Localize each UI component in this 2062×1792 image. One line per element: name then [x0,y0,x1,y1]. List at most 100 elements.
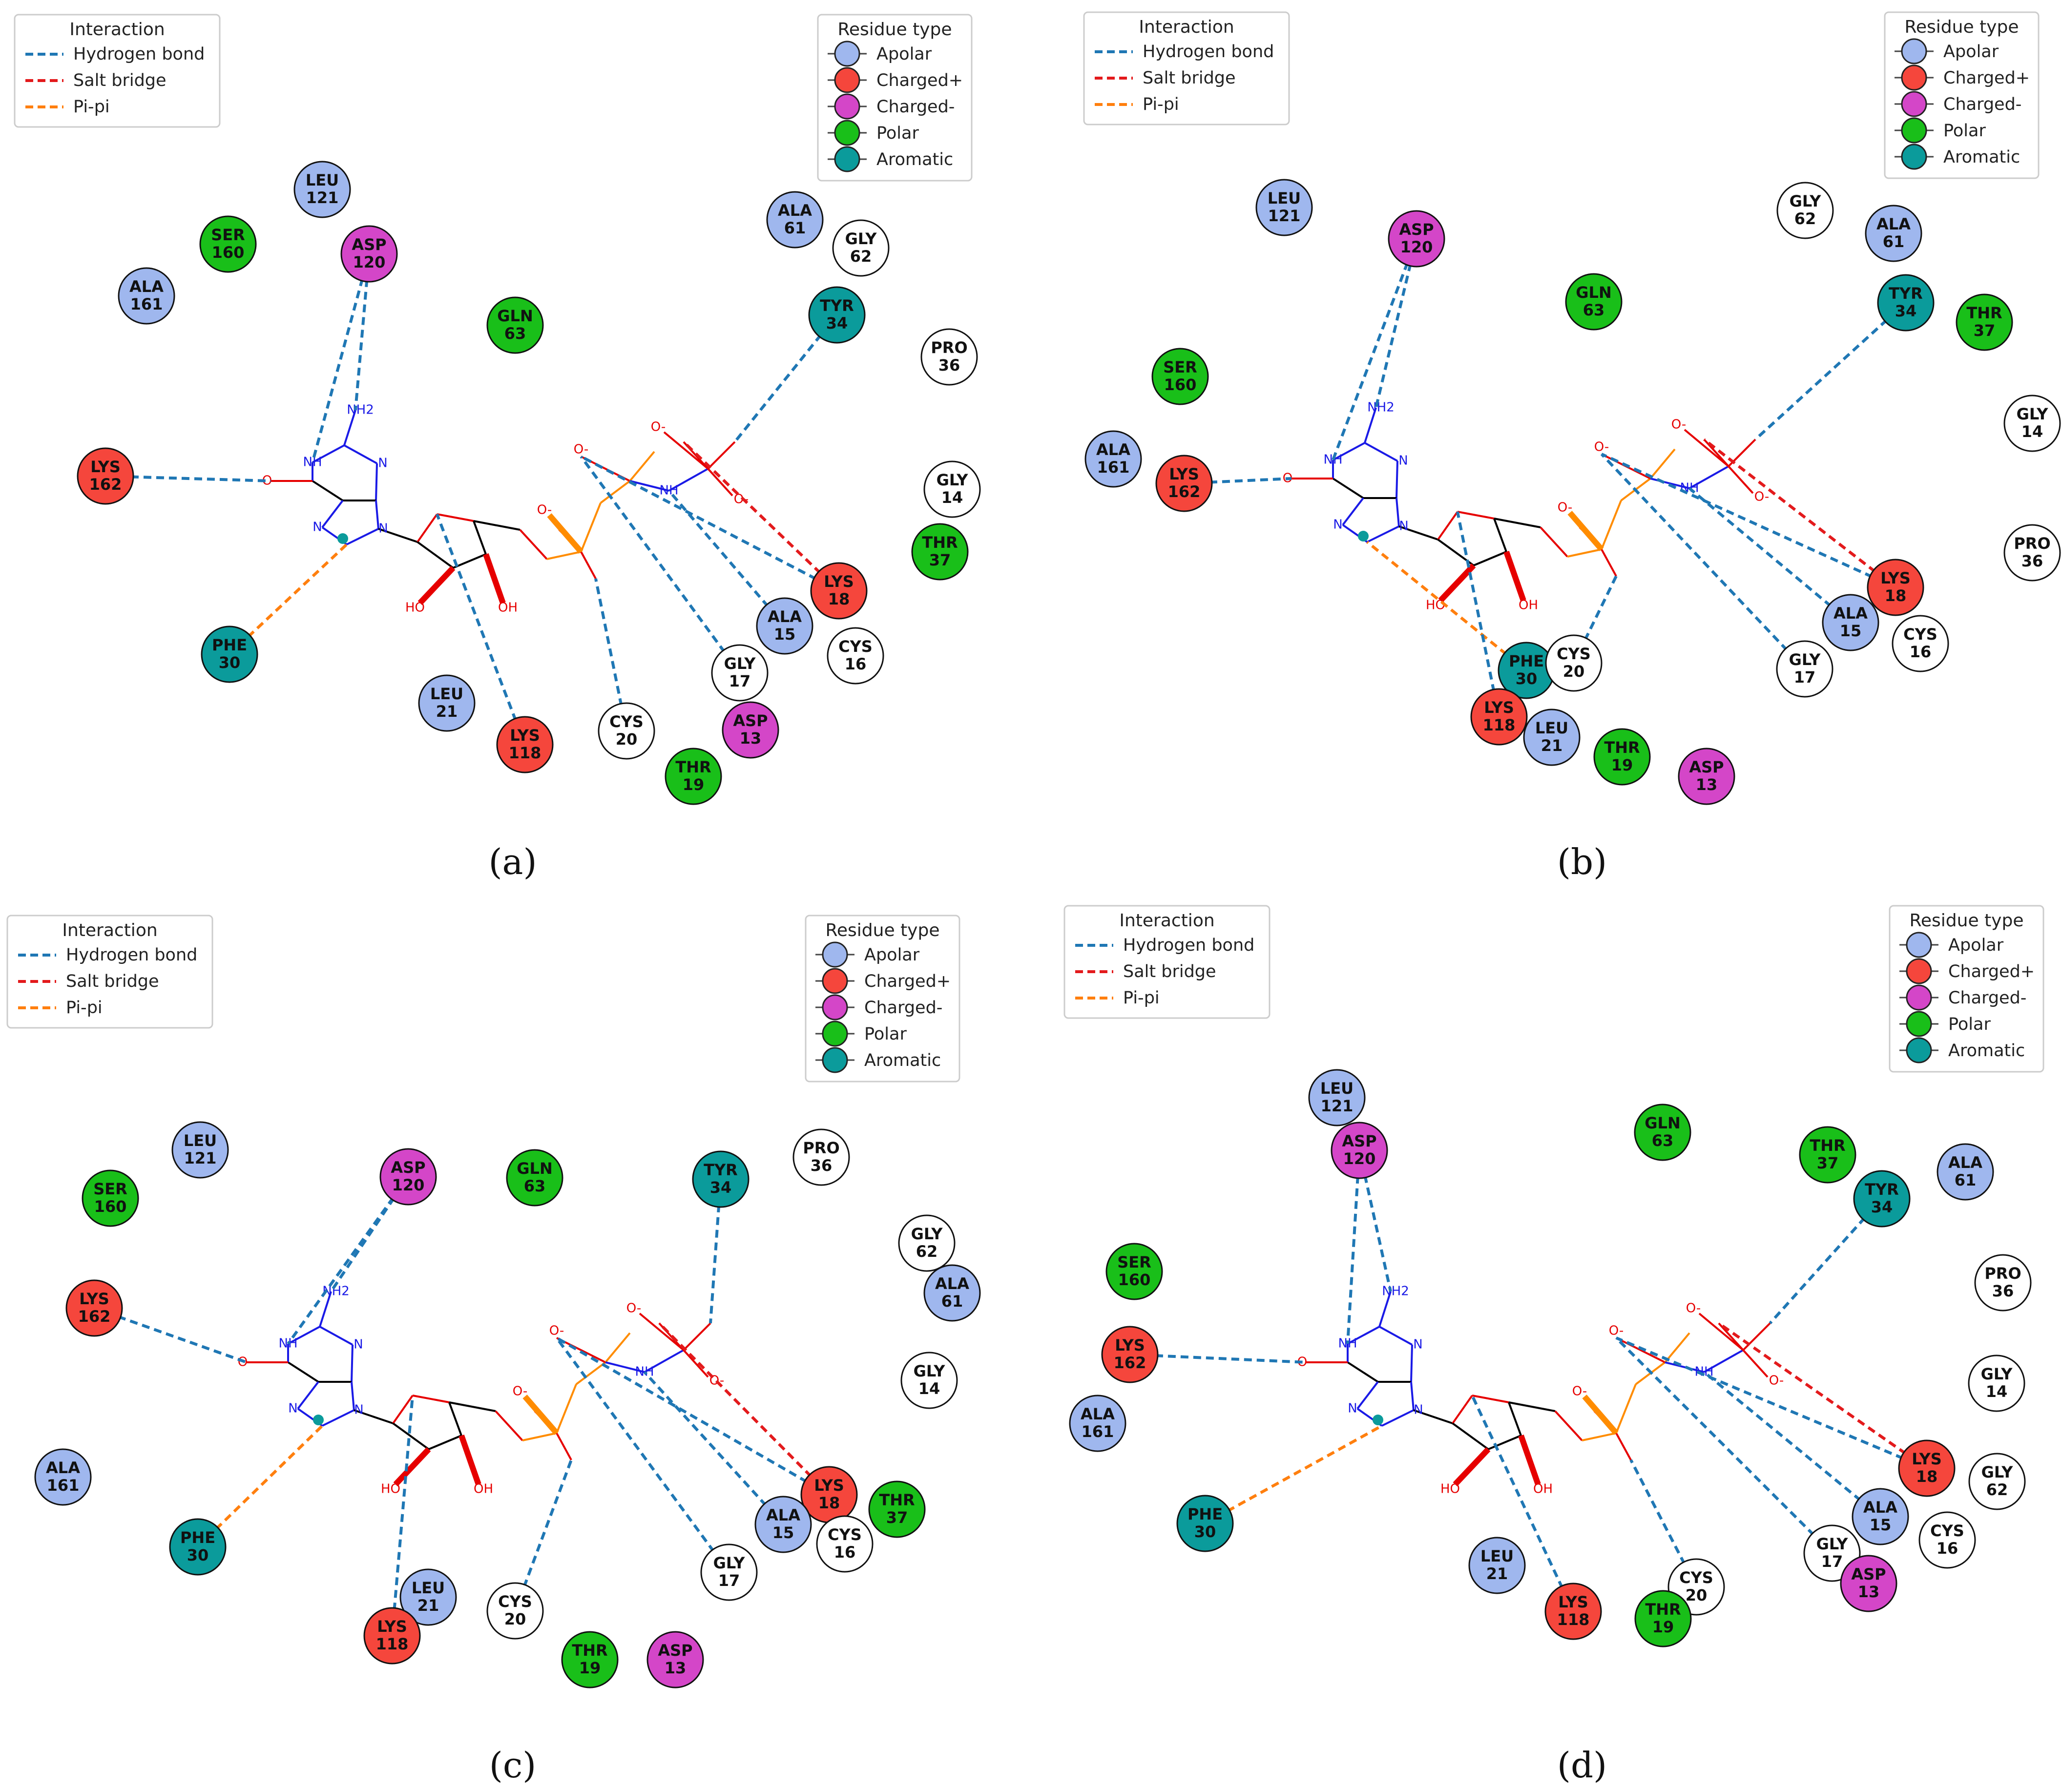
residue-number: 13 [1858,1583,1880,1601]
ligand-bond [1508,1402,1522,1436]
residue-name: LYS [79,1290,109,1308]
ligand-bond [351,1381,355,1411]
ligand-bond [417,513,438,543]
atom-label: O- [549,1324,564,1338]
ligand-bond [1582,1395,1619,1435]
interaction-salt [682,440,840,592]
ligand-bond [1540,526,1568,558]
ligand-bond [522,1395,559,1435]
legend-swatch-charged_pos [834,67,860,93]
residue-circle [496,716,554,773]
legend-label-pipi: Pi-pi [73,97,110,117]
ligand-bond [1742,1349,1769,1378]
panel-caption: (b) [1557,841,1607,882]
residue-number: 20 [1686,1586,1708,1604]
residue-number: 37 [1974,321,1996,340]
ligand-bond [1567,548,1602,558]
residue-circle [1308,1069,1366,1126]
residue-number: 120 [1400,238,1433,256]
residue-circle [900,1352,958,1409]
ligand-bond [1698,1313,1744,1351]
residue-circle [1776,640,1833,698]
ligand-bond [1333,442,1365,461]
residue-name: THR [879,1491,915,1509]
residue-name: PRO [2014,534,2050,553]
interaction-hbond [436,513,526,746]
residue-number: 21 [1541,736,1563,755]
residue-circle [1151,348,1209,405]
residue-name: LEU [1320,1079,1354,1098]
residue-name: ALA [129,277,164,296]
atom-label: HO [405,601,425,615]
legend-label-aromatic: Aromatic [1948,1041,2025,1061]
residue-circle [399,1568,457,1626]
residue-circle [201,625,258,683]
legend-label-charged_pos: Charged+ [864,972,951,991]
ligand-bond [604,1332,631,1363]
ligand-bond [575,1361,606,1385]
residue-name: GLY [1981,1365,2013,1383]
interaction-hbond [709,1179,722,1324]
residue-name: THR [1604,738,1640,757]
ligand-bond [354,1409,394,1424]
ligand-bond [683,1322,711,1351]
residue-name: LEU [1268,189,1301,208]
residue-name: ALA [1948,1153,1982,1172]
ligand-bond [448,1402,462,1436]
atom-label: HO [1440,1482,1460,1497]
ligand-bond [605,1361,645,1373]
legend-swatch-apolar [1901,38,1927,64]
ligand-bond [1453,1447,1491,1487]
residue-name: SER [211,226,245,244]
residue-number: 120 [392,1176,425,1194]
interaction-hbond [287,1176,410,1345]
residue-circle [199,215,257,273]
ligand-bond [629,451,655,482]
residue-number: 20 [616,730,638,749]
interaction-hbond [580,456,741,674]
residue-circle [82,1169,139,1227]
ligand-bond [1567,511,1604,551]
ligand-bond [1332,478,1364,499]
residue-name: GLY [1790,192,1822,210]
legend-label-charged_pos: Charged+ [1948,962,2035,981]
panel-d: NHNH2NONNHOOHO-O-O-O-NHLEU121GLN63ASP120… [1063,905,2044,1786]
interaction-hbond [1600,453,1806,670]
ligand-bond [556,1433,572,1460]
atom-label: O- [513,1384,528,1399]
residue-circle [1593,728,1651,786]
ligand-bond [1410,1344,1413,1382]
ligand-bond [319,1291,332,1327]
atom-label: N [354,1337,363,1352]
residue-name: PHE [1509,652,1544,670]
legend-label-charged_neg: Charged- [876,97,955,117]
residue-number: 16 [1937,1539,1958,1558]
interaction-hbond [1129,1353,1307,1364]
residue-circle [1468,1537,1526,1594]
ligand-bond [522,1432,557,1441]
ligand-bond [629,480,669,492]
residue-number: 160 [212,243,245,262]
residue-circle [1840,1555,1897,1612]
residue-circle [827,627,884,685]
residue-number: 37 [929,551,951,569]
ligand-bond [453,553,486,569]
residue-circle [1634,1104,1691,1161]
ring-centroid-marker [1373,1415,1383,1425]
panel-caption: (d) [1557,1745,1607,1786]
residue-number: 63 [1583,301,1605,319]
